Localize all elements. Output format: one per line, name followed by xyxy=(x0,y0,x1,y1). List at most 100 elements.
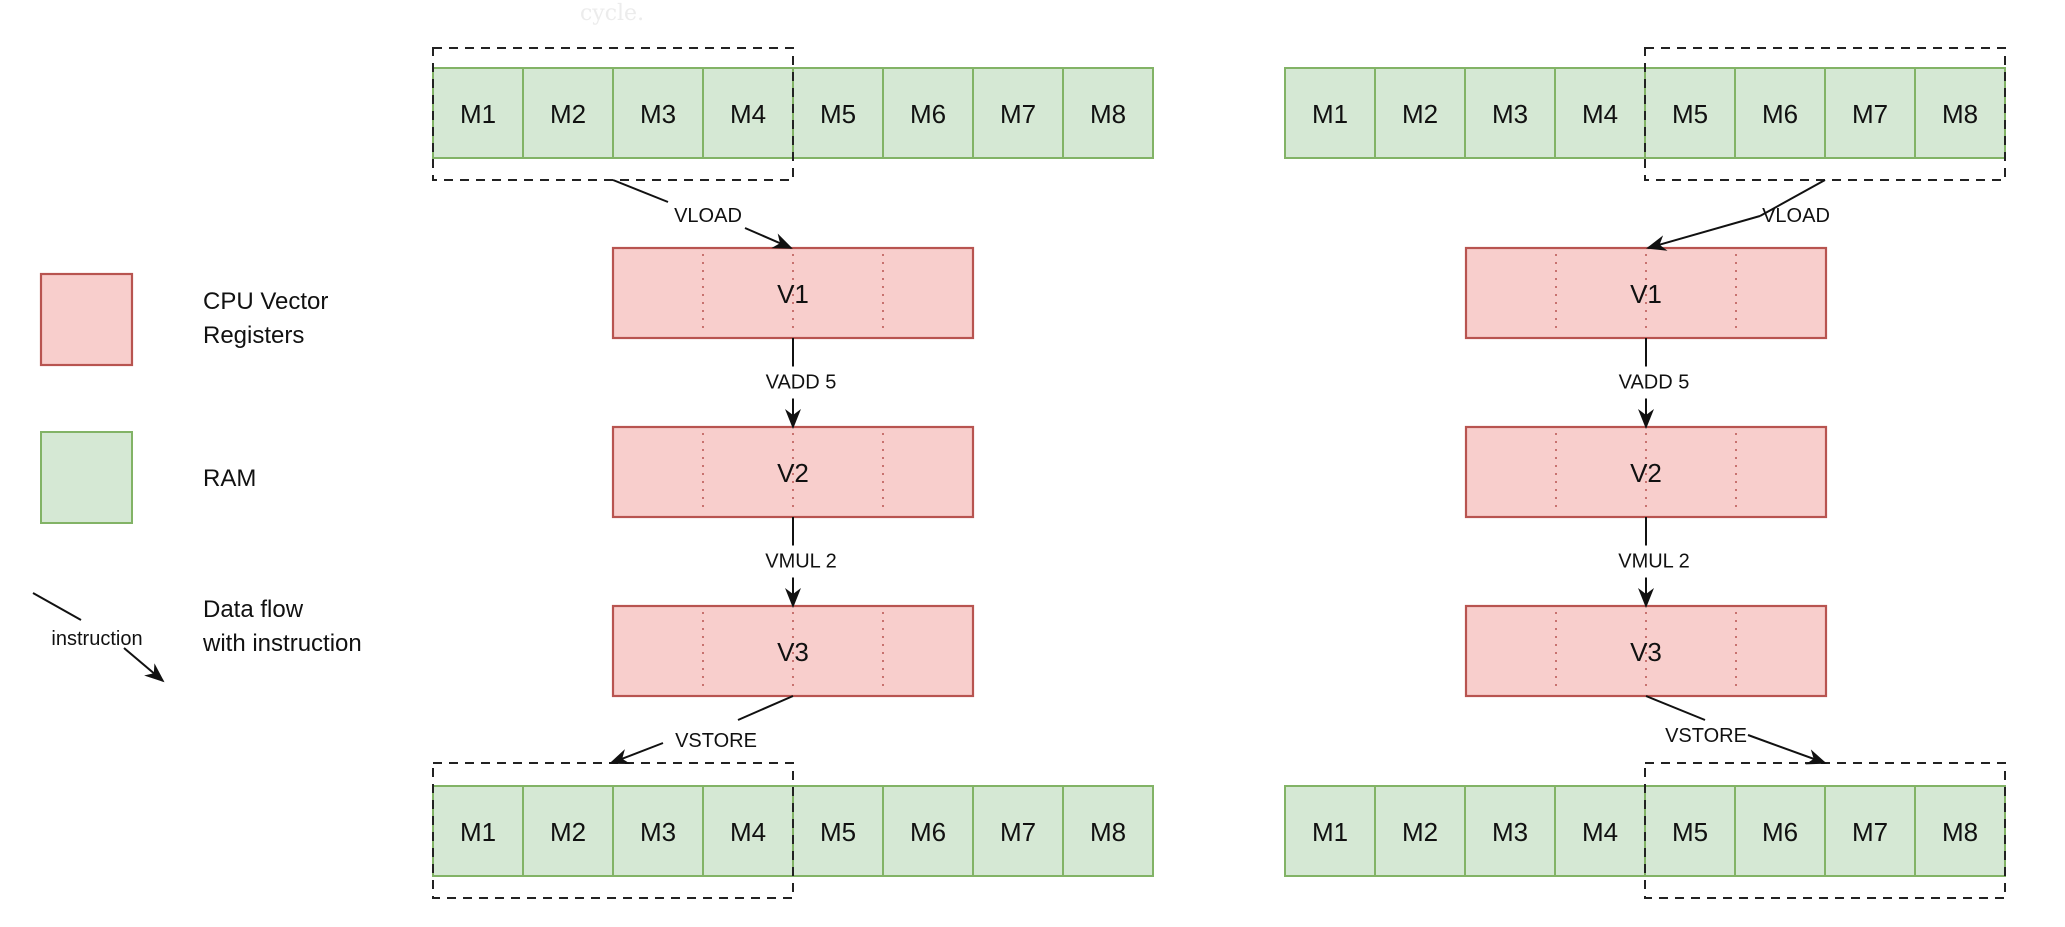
ram-cell xyxy=(882,785,974,877)
ram-cell xyxy=(1374,785,1466,877)
register-swatch-icon xyxy=(39,272,134,367)
instruction-label: VSTORE xyxy=(675,730,757,752)
ram-cell xyxy=(702,785,794,877)
ram-cell-label: M4 xyxy=(730,817,766,847)
ram-cell xyxy=(612,785,704,877)
ram-cell xyxy=(1464,67,1556,159)
register-label: V1 xyxy=(777,279,809,309)
register-label: V2 xyxy=(1630,458,1662,488)
ram-cell-label: M6 xyxy=(910,99,946,129)
vector-register: V3 xyxy=(1464,604,1828,698)
ram-cell-label: M6 xyxy=(910,817,946,847)
ram-cell-label: M6 xyxy=(1762,99,1798,129)
legend: CPU Vector Registers RAM instruction Dat… xyxy=(32,272,362,683)
ram-cell xyxy=(1914,785,2006,877)
ram-cell xyxy=(1644,785,1736,877)
ram-cell-label: M3 xyxy=(640,99,676,129)
ram-cell-label: M1 xyxy=(460,817,496,847)
legend-label-flow-line1: Data flow xyxy=(203,596,304,623)
instruction-label: VADD 5 xyxy=(766,372,837,394)
ram-cell-label: M2 xyxy=(1402,99,1438,129)
ram-cell-label: M7 xyxy=(1000,817,1036,847)
vstore-arrow xyxy=(737,695,794,721)
legend-arrow-label: instruction xyxy=(51,628,142,650)
ram-row-source: M1 M2 M3 M4 M5 M6 M7 M8 xyxy=(1284,67,2006,159)
ram-cell-label: M7 xyxy=(1852,99,1888,129)
ram-cell xyxy=(1062,785,1154,877)
ram-row-destination: M1 M2 M3 M4 M5 M6 M7 M8 xyxy=(1284,785,2006,877)
ram-cell-label: M7 xyxy=(1000,99,1036,129)
ram-cell-label: M3 xyxy=(1492,817,1528,847)
vector-register: V2 xyxy=(1464,425,1828,519)
ram-cell xyxy=(792,785,884,877)
instruction-label: VMUL 2 xyxy=(1618,551,1690,573)
ram-cell xyxy=(1464,785,1556,877)
ram-cell-label: M3 xyxy=(640,817,676,847)
vstore-arrow-head xyxy=(609,742,664,765)
ram-row-destination: M1 M2 M3 M4 M5 M6 M7 M8 xyxy=(432,785,1154,877)
ram-cell-label: M1 xyxy=(1312,99,1348,129)
ram-cell-label: M8 xyxy=(1090,817,1126,847)
legend-label-ram: RAM xyxy=(203,465,256,492)
legend-label-registers-line1: CPU Vector xyxy=(203,288,328,315)
ram-cell xyxy=(1734,67,1826,159)
register-label: V3 xyxy=(777,637,809,667)
ram-cell-label: M5 xyxy=(1672,99,1708,129)
vload-arrow xyxy=(1759,179,1826,217)
vload-arrow-head xyxy=(744,227,793,249)
ram-cell-label: M8 xyxy=(1942,99,1978,129)
flow-arrow-icon xyxy=(32,592,165,683)
legend-label-flow-line2: with instruction xyxy=(202,630,362,657)
register-label: V1 xyxy=(1630,279,1662,309)
vload-arrow-head xyxy=(1646,215,1761,251)
register-label: V3 xyxy=(1630,637,1662,667)
ram-cell xyxy=(1554,785,1646,877)
ram-cell xyxy=(1374,67,1466,159)
vector-register: V1 xyxy=(611,246,975,340)
ram-swatch-icon xyxy=(40,431,133,524)
ram-cell-label: M2 xyxy=(550,817,586,847)
ram-cell xyxy=(1914,67,2006,159)
ram-cell-label: M1 xyxy=(1312,817,1348,847)
ram-cell xyxy=(972,785,1064,877)
ram-cell-label: M8 xyxy=(1942,817,1978,847)
ram-cell-label: M3 xyxy=(1492,99,1528,129)
ram-cell xyxy=(1734,785,1826,877)
ram-cell-label: M6 xyxy=(1762,817,1798,847)
ram-cell xyxy=(1062,67,1154,159)
ram-cell-label: M4 xyxy=(1582,99,1618,129)
ram-cell-label: M5 xyxy=(820,817,856,847)
ram-cell xyxy=(522,67,614,159)
instruction-label: VADD 5 xyxy=(1619,372,1690,394)
ram-cell xyxy=(882,67,974,159)
instruction-label: VSTORE xyxy=(1665,725,1747,747)
ram-cell xyxy=(702,67,794,159)
register-label: V2 xyxy=(777,458,809,488)
vector-register: V1 xyxy=(1464,246,1828,340)
vload-arrow xyxy=(612,179,669,203)
vector-register: V3 xyxy=(611,604,975,698)
instruction-label: VMUL 2 xyxy=(765,551,837,573)
vstore-arrow xyxy=(1645,695,1706,721)
instruction-label: VLOAD xyxy=(674,205,742,227)
ram-cell-label: M5 xyxy=(1672,817,1708,847)
ram-cell xyxy=(522,785,614,877)
ram-cell xyxy=(1284,67,1376,159)
ram-cell-label: M4 xyxy=(730,99,766,129)
vector-register: V2 xyxy=(611,425,975,519)
ram-cell-label: M2 xyxy=(1402,817,1438,847)
ram-cell-label: M2 xyxy=(550,99,586,129)
instruction-label: VLOAD xyxy=(1762,205,1830,227)
vstore-arrow-head xyxy=(1747,734,1827,765)
ram-cell-label: M7 xyxy=(1852,817,1888,847)
ram-cell-label: M1 xyxy=(460,99,496,129)
ram-cell-label: M4 xyxy=(1582,817,1618,847)
ram-cell-label: M5 xyxy=(820,99,856,129)
legend-label-registers-line2: Registers xyxy=(203,322,304,349)
ram-cell xyxy=(1284,785,1376,877)
caption-fragment: cycle. xyxy=(580,1,644,26)
